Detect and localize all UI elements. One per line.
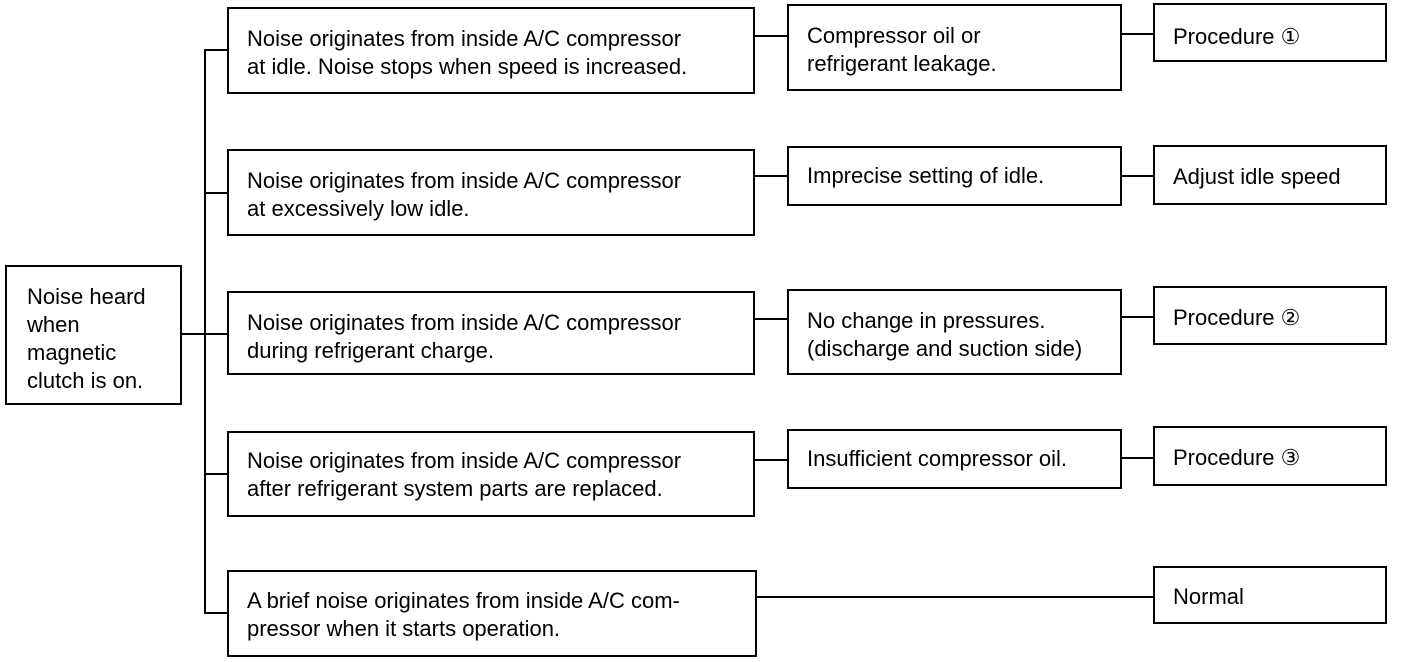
action-text-2: Adjust idle speed — [1173, 164, 1341, 189]
symptom-box-1: Noise originates from inside A/C compres… — [227, 7, 755, 94]
symptom-text-3: Noise originates from inside A/C compres… — [247, 310, 682, 363]
cause-connector-3 — [755, 318, 788, 320]
root-connector — [182, 333, 206, 335]
action-connector-2 — [1122, 175, 1154, 177]
action-box-3: Procedure ② — [1153, 286, 1387, 345]
branch-connector-3 — [204, 333, 228, 335]
branch-connector-4 — [204, 473, 228, 475]
action-text-3: Procedure ② — [1173, 305, 1301, 330]
cause-text-1: Compressor oil or refrigerant leakage. — [807, 23, 997, 76]
action-text-1: Procedure ① — [1173, 24, 1301, 49]
action-box-1: Procedure ① — [1153, 3, 1387, 62]
action-connector-3 — [1122, 316, 1154, 318]
action-connector-1 — [1122, 33, 1154, 35]
action-connector-4 — [1122, 457, 1154, 459]
cause-text-2: Imprecise setting of idle. — [807, 163, 1045, 188]
symptom-text-4: Noise originates from inside A/C compres… — [247, 448, 682, 501]
action-box-4: Procedure ③ — [1153, 426, 1387, 486]
symptom-box-2: Noise originates from inside A/C compres… — [227, 149, 755, 236]
cause-connector-4 — [755, 459, 788, 461]
cause-box-3: No change in pressures. (discharge and s… — [787, 289, 1122, 375]
cause-connector-2 — [755, 175, 788, 177]
action-box-5: Normal — [1153, 566, 1387, 624]
symptom-text-2: Noise originates from inside A/C compres… — [247, 168, 682, 221]
symptom-box-4: Noise originates from inside A/C compres… — [227, 431, 755, 517]
cause-text-4: Insufficient compressor oil. — [807, 446, 1068, 471]
symptom-box-3: Noise originates from inside A/C compres… — [227, 291, 755, 375]
cause-text-3: No change in pressures. (discharge and s… — [807, 308, 1083, 361]
branch-trunk — [204, 49, 206, 614]
branch-connector-1 — [204, 49, 228, 51]
root-symptom-box: Noise heard when magnetic clutch is on. — [5, 265, 182, 405]
action-text-4: Procedure ③ — [1173, 445, 1301, 470]
cause-box-1: Compressor oil or refrigerant leakage. — [787, 4, 1122, 91]
action-connector-5 — [757, 596, 1154, 598]
cause-box-4: Insufficient compressor oil. — [787, 429, 1122, 489]
symptom-box-5: A brief noise originates from inside A/C… — [227, 570, 757, 657]
symptom-text-1: Noise originates from inside A/C compres… — [247, 26, 688, 79]
action-box-2: Adjust idle speed — [1153, 145, 1387, 205]
action-text-5: Normal — [1173, 584, 1244, 609]
root-symptom-text: Noise heard when magnetic clutch is on. — [27, 284, 146, 393]
symptom-text-5: A brief noise originates from inside A/C… — [247, 588, 680, 641]
branch-connector-5 — [204, 612, 228, 614]
branch-connector-2 — [204, 192, 228, 194]
cause-connector-1 — [755, 35, 788, 37]
cause-box-2: Imprecise setting of idle. — [787, 146, 1122, 206]
